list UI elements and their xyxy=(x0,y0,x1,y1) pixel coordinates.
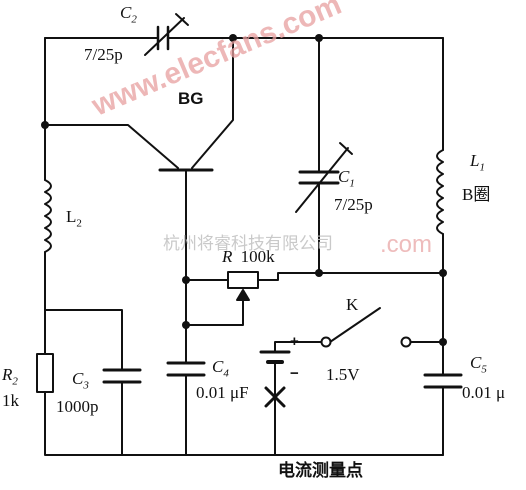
l1-value: B圈 xyxy=(462,185,491,204)
switch-terminal-right xyxy=(400,336,412,348)
collector-wire xyxy=(191,37,234,169)
pot-wiper-arrow xyxy=(236,289,250,301)
left-wire-bottom xyxy=(44,391,444,456)
c2-value: 7/25p xyxy=(84,45,123,64)
c1-variable-arrow xyxy=(295,142,353,213)
switch-blade xyxy=(329,307,381,343)
switch-terminal-left xyxy=(320,336,332,348)
r-body xyxy=(227,271,259,289)
c4-label: C4 xyxy=(212,358,229,379)
r2-body xyxy=(36,353,54,393)
junction-dot xyxy=(315,269,323,277)
emitter-wire xyxy=(44,124,179,169)
c3-label: C3 xyxy=(72,370,89,391)
measure-cross xyxy=(264,386,286,408)
c1-label: C1 xyxy=(338,168,355,189)
c1-value: 7/25p xyxy=(334,195,373,214)
pot-wiper-wire xyxy=(185,299,244,326)
battery-value: 1.5V xyxy=(326,365,360,384)
r2-value: 1k xyxy=(2,391,19,410)
c5-label: C5 xyxy=(470,354,487,375)
junction-dot xyxy=(182,276,190,284)
transistor-label: BG xyxy=(178,89,204,108)
l1-label: L1 xyxy=(470,152,485,173)
c5-name: C xyxy=(470,353,482,372)
c2-name: C xyxy=(120,3,132,22)
c4-name: C xyxy=(212,357,224,376)
l2-label: L2 xyxy=(66,208,82,229)
junction-dot xyxy=(41,121,49,129)
watermark-com: .com xyxy=(380,231,433,258)
r2-subscript: 2 xyxy=(12,375,18,388)
c5-value: 0.01 μ xyxy=(462,383,506,402)
c2-variable-arrow xyxy=(144,13,189,56)
c5-subscript: 5 xyxy=(481,363,487,376)
l1-subscript: 1 xyxy=(479,161,485,174)
watermark-company: 杭州将睿科技有限公司 xyxy=(163,234,333,253)
c2-label: C2 xyxy=(120,4,137,25)
switch-label: K xyxy=(346,295,359,314)
r-label: R 100k xyxy=(222,248,275,265)
r-value: 100k xyxy=(240,247,275,266)
l1-coil xyxy=(436,149,444,235)
pot-right-wire xyxy=(257,272,444,281)
c3-value: 1000p xyxy=(56,397,99,416)
l2-name: L xyxy=(66,207,77,226)
battery-plus: + xyxy=(290,333,299,350)
l1-name: L xyxy=(470,151,480,170)
r2-name: R xyxy=(2,365,13,384)
junction-dot xyxy=(315,34,323,42)
r-name: R xyxy=(222,247,233,266)
r2-label: R2 xyxy=(2,366,18,387)
c4-subscript: 4 xyxy=(223,367,229,380)
c1-name: C xyxy=(338,167,350,186)
c3-top-wire xyxy=(44,309,123,371)
c4-value: 0.01 μF xyxy=(196,383,249,402)
c1-subscript: 1 xyxy=(349,177,355,190)
battery-minus: − xyxy=(290,365,299,382)
c2-subscript: 2 xyxy=(131,13,137,26)
junction-dot xyxy=(439,338,447,346)
l2-subscript: 2 xyxy=(76,217,82,230)
junction-dot xyxy=(229,34,237,42)
switch-left-wire xyxy=(274,341,323,353)
junction-dot xyxy=(439,269,447,277)
measure-point-label: 电流测量点 xyxy=(278,461,363,480)
c3-name: C xyxy=(72,369,84,388)
c3-subscript: 3 xyxy=(83,379,89,392)
junction-dot xyxy=(182,321,190,329)
l2-coil xyxy=(44,179,52,253)
